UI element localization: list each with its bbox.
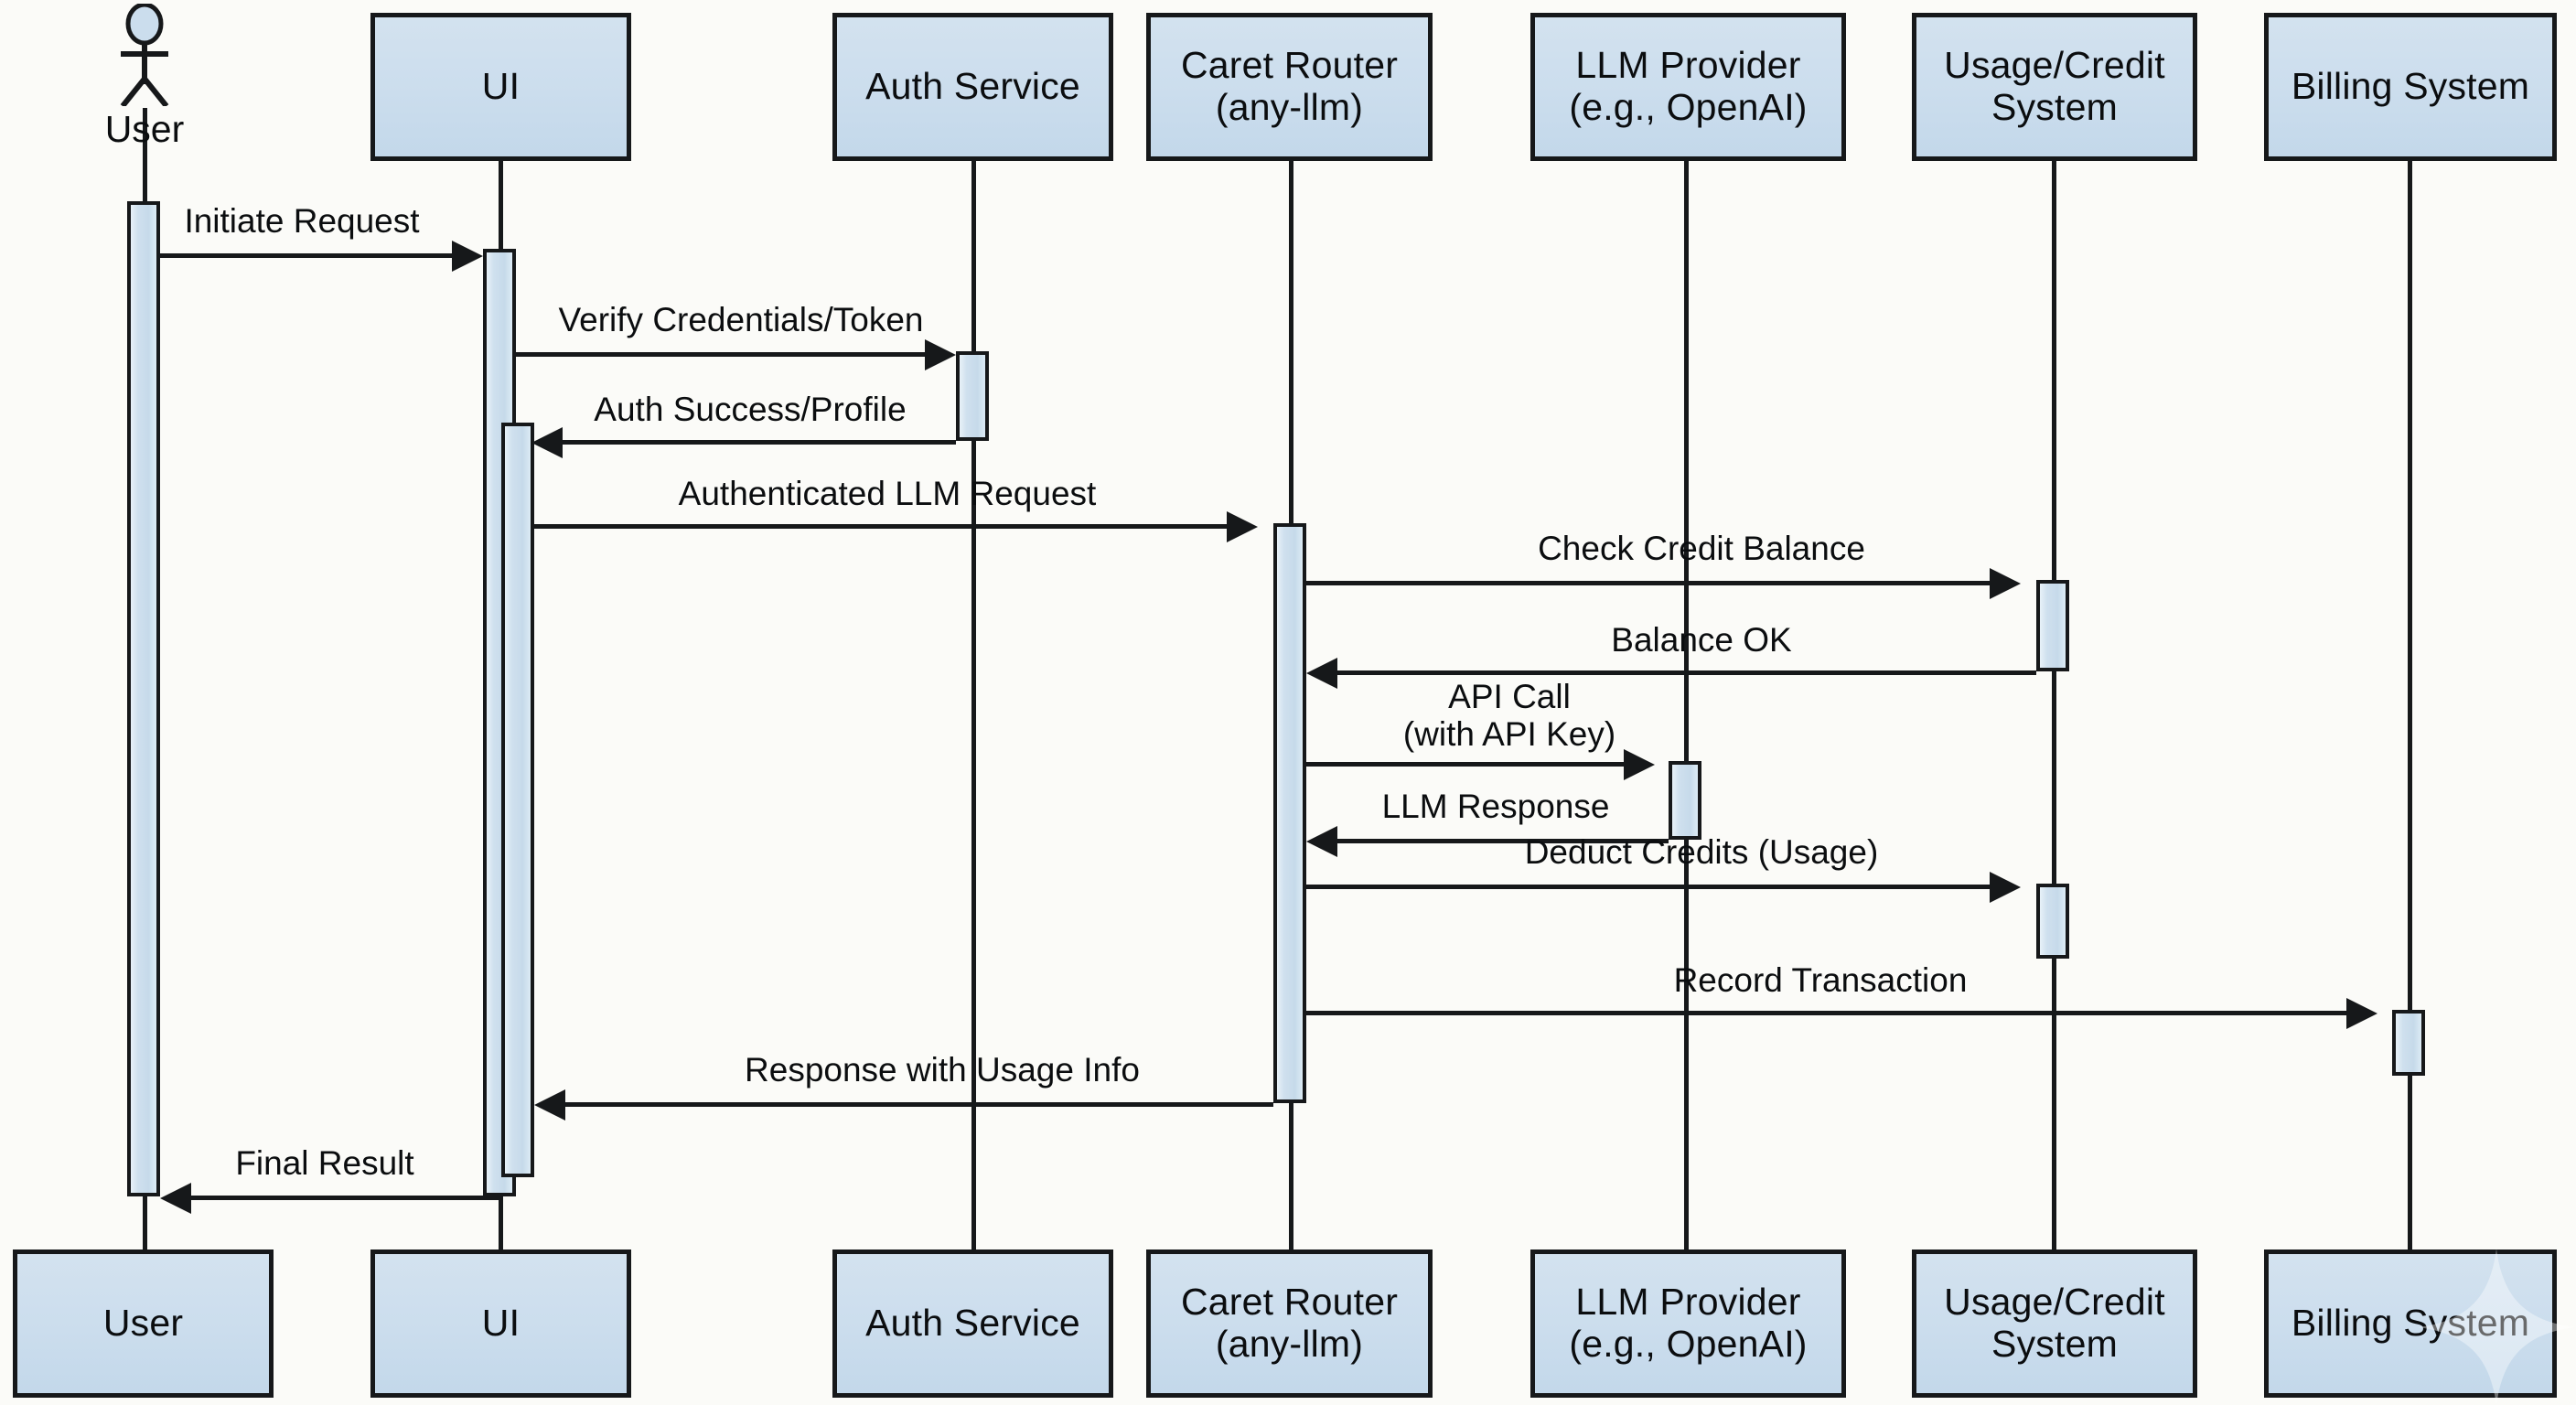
arrow-head-right-icon [1990,568,2021,599]
participant-label-line1: Caret Router [1180,44,1399,87]
message-label-api-call: API Call (with API Key) [1317,678,1701,753]
message-line-authenticated-llm-request [534,524,1228,529]
message-text: Initiate Request [184,202,420,240]
participant-footer-auth-service[interactable]: Auth Service [832,1249,1113,1398]
message-line-balance-ok [1337,670,2036,675]
message-text: Response with Usage Info [745,1051,1140,1089]
arrow-head-right-icon [1227,511,1258,542]
activation-bar-ui-inner [501,423,534,1177]
message-label-authenticated-llm-request: Authenticated LLM Request [549,475,1226,513]
participant-label-line2: System [1991,1323,2118,1365]
participant-header-usage-credit-system[interactable]: Usage/Credit System [1912,13,2197,161]
message-line-response-with-usage-info [565,1102,1273,1107]
arrow-head-left-icon [1306,658,1337,689]
participant-header-ui[interactable]: UI [370,13,631,161]
activation-bar-caret-router [1273,523,1306,1103]
actor-user-figure [101,2,188,108]
message-line-deduct-credits [1306,885,1991,889]
participant-label-line1: Caret Router [1180,1281,1399,1324]
arrow-head-right-icon [1624,749,1655,780]
message-text: Check Credit Balance [1538,530,1865,567]
arrow-head-right-icon [1990,872,2021,903]
message-text: Final Result [235,1144,414,1182]
activation-bar-llm-provider [1669,761,1701,840]
lifeline-billing [2408,161,2412,1249]
participant-label-line1: Billing System [2291,1302,2530,1345]
activation-bar-usage-deduct [2036,884,2069,959]
participant-footer-llm-provider[interactable]: LLM Provider (e.g., OpenAI) [1530,1249,1846,1398]
activation-bar-usage-check [2036,580,2069,671]
participant-label-line1: LLM Provider [1575,44,1801,87]
participant-header-auth-service[interactable]: Auth Service [832,13,1113,161]
lifeline-usage [2052,161,2056,1249]
message-label-deduct-credits: Deduct Credits (Usage) [1427,833,1976,872]
participant-label-line1: Usage/Credit [1944,1281,2165,1324]
message-line-verify-credentials [516,352,926,357]
arrow-head-left-icon [534,1089,565,1121]
message-label-initiate-request: Initiate Request [128,202,476,241]
arrow-head-left-icon [1306,826,1337,857]
message-line-auth-success [563,440,956,445]
participant-footer-ui[interactable]: UI [370,1249,631,1398]
participant-label-line1: UI [481,1302,521,1345]
message-text-line1: API Call [1448,678,1571,715]
message-text: Verify Credentials/Token [558,301,924,338]
participant-footer-caret-router[interactable]: Caret Router (any-llm) [1146,1249,1433,1398]
arrow-head-right-icon [452,241,483,272]
message-text-line2: (with API Key) [1402,714,1616,753]
activation-bar-user [127,201,160,1196]
message-label-verify-credentials: Verify Credentials/Token [512,301,970,339]
message-text: Auth Success/Profile [594,391,907,428]
participant-header-llm-provider[interactable]: LLM Provider (e.g., OpenAI) [1530,13,1846,161]
message-text: LLM Response [1381,788,1610,825]
participant-label-line2: (any-llm) [1215,1323,1364,1365]
message-line-check-credit-balance [1306,581,1991,585]
activation-bar-auth-service [956,351,989,441]
message-line-initiate-request [160,253,453,258]
arrow-head-right-icon [2346,998,2377,1029]
participant-label-line2: (e.g., OpenAI) [1569,86,1808,128]
participant-header-caret-router[interactable]: Caret Router (any-llm) [1146,13,1433,161]
lifeline-auth [971,161,976,1249]
message-label-llm-response: LLM Response [1336,788,1656,826]
message-text: Deduct Credits (Usage) [1524,833,1879,871]
message-label-check-credit-balance: Check Credit Balance [1427,530,1976,568]
message-label-record-transaction: Record Transaction [1564,961,2077,1000]
message-text: Authenticated LLM Request [678,475,1097,512]
participant-label-line2: (any-llm) [1215,86,1364,128]
message-line-llm-response [1337,839,1669,843]
message-label-final-result: Final Result [169,1144,480,1183]
participant-label-line1: User [102,1302,184,1345]
message-line-api-call [1306,762,1625,767]
participant-label-line1: Auth Service [865,65,1080,108]
participant-label-line2: System [1991,86,2118,128]
message-line-record-transaction [1306,1011,2347,1015]
participant-footer-usage-credit-system[interactable]: Usage/Credit System [1912,1249,2197,1398]
lifeline-llm [1684,161,1689,1249]
participant-label-line1: Usage/Credit [1944,44,2165,87]
participant-footer-user[interactable]: User [13,1249,274,1398]
arrow-head-right-icon [925,339,956,370]
participant-label-line1: UI [481,65,521,108]
message-label-response-with-usage-info: Response with Usage Info [622,1051,1262,1089]
message-text: Balance OK [1611,621,1792,659]
participant-label-line1: Billing System [2291,65,2530,108]
participant-label-line2: (e.g., OpenAI) [1569,1323,1808,1365]
arrow-head-left-icon [160,1183,191,1214]
participant-header-billing-system[interactable]: Billing System [2264,13,2557,161]
actor-user-label: User [104,108,185,150]
participant-footer-billing-system[interactable]: Billing System [2264,1249,2557,1398]
participant-label-line1: LLM Provider [1575,1281,1801,1324]
activation-bar-billing-system [2392,1010,2425,1076]
participant-label-line1: Auth Service [865,1302,1080,1345]
message-label-balance-ok: Balance OK [1482,621,1921,660]
message-line-final-result [191,1196,502,1200]
message-label-auth-success: Auth Success/Profile [549,391,951,429]
message-text: Record Transaction [1673,961,1968,999]
arrow-head-left-icon [531,427,563,458]
